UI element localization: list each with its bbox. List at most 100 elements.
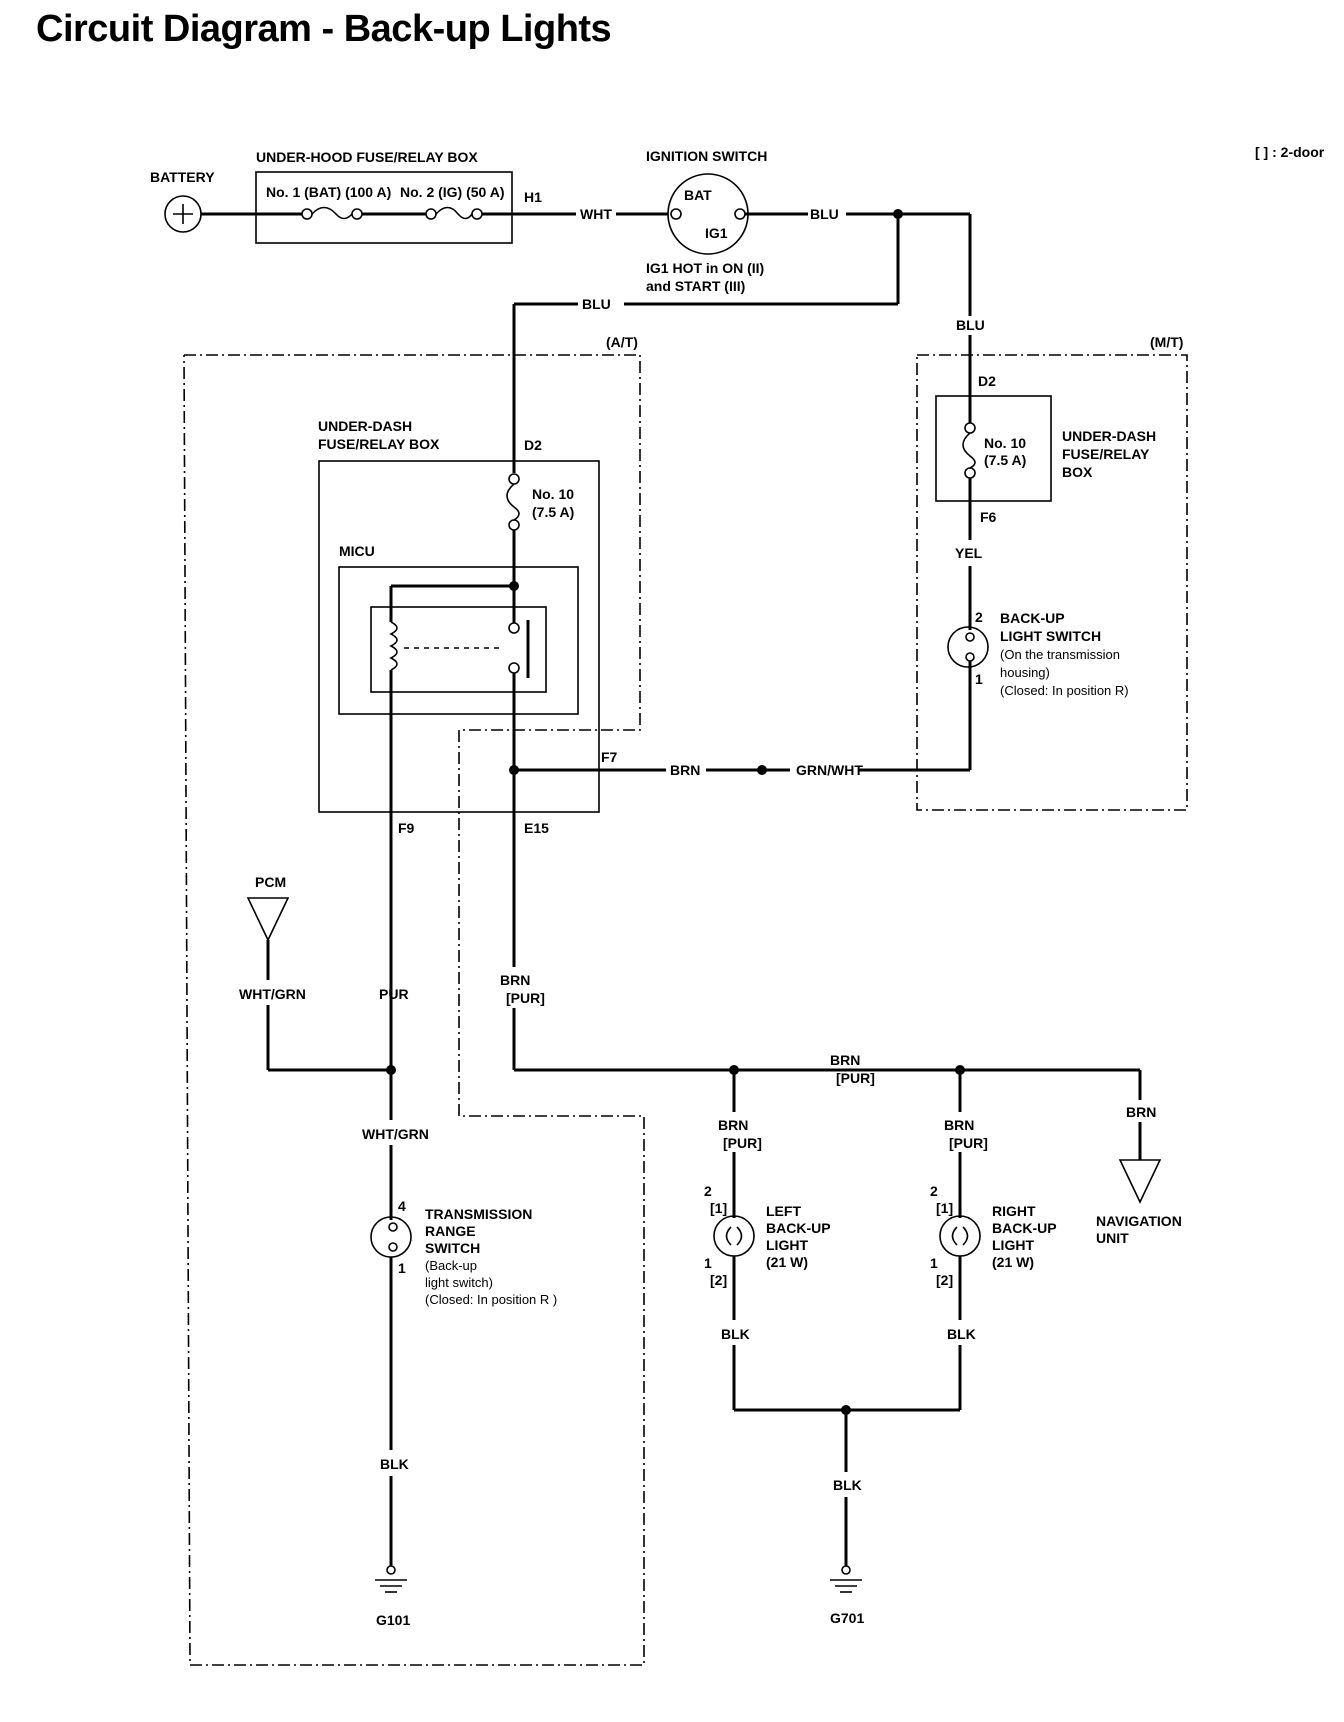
right-light-pin-bottom-alt: [2] bbox=[936, 1272, 953, 1288]
underdash-at-fuse-line1: No. 10 bbox=[532, 486, 574, 502]
wire-brn-right-label: BRN bbox=[944, 1117, 974, 1133]
micu-relay bbox=[370, 606, 547, 693]
ignition-switch: BAT IG1 IGNITION SWITCH IG1 HOT in ON (I… bbox=[646, 148, 767, 294]
trs-line6: (Closed: In position R ) bbox=[425, 1292, 557, 1307]
right-light-line4: (21 W) bbox=[992, 1254, 1034, 1270]
right-light-pin-top-alt: [1] bbox=[936, 1200, 953, 1216]
underdash-at-label-1: UNDER-DASH bbox=[318, 418, 412, 434]
right-light-pin-bottom: 1 bbox=[930, 1255, 938, 1271]
micu-label: MICU bbox=[339, 543, 375, 559]
wire-pur-right-label: [PUR] bbox=[949, 1135, 988, 1151]
ignition-switch-label: IGNITION SWITCH bbox=[646, 148, 767, 164]
nav-unit-line1: NAVIGATION bbox=[1096, 1213, 1182, 1229]
ground-g701-label: G701 bbox=[830, 1610, 864, 1626]
wire-pur-label: PUR bbox=[379, 986, 409, 1002]
pcm-label: PCM bbox=[255, 874, 286, 890]
left-backup-light: 2 [1] 1 [2] LEFT BACK-UP LIGHT (21 W) bbox=[704, 1183, 831, 1288]
right-backup-light: 2 [1] 1 [2] RIGHT BACK-UP LIGHT (21 W) bbox=[930, 1183, 1057, 1288]
at-region-border bbox=[183, 354, 645, 1666]
left-light-pin-bottom-alt: [2] bbox=[710, 1272, 727, 1288]
underdash-mt-label-1: UNDER-DASH bbox=[1062, 428, 1156, 444]
wire-blu-top-label: BLU bbox=[810, 206, 839, 222]
nav-unit-line2: UNIT bbox=[1096, 1230, 1129, 1246]
right-light-line2: BACK-UP bbox=[992, 1220, 1057, 1236]
backup-light-switch-mt: 2 1 BACK-UP LIGHT SWITCH (On the transmi… bbox=[947, 609, 1129, 698]
mt-switch-pin-top: 2 bbox=[975, 609, 983, 625]
underdash-mt-label-2: FUSE/RELAY bbox=[1062, 446, 1150, 462]
wire-yel-label: YEL bbox=[955, 545, 983, 561]
wire-blk-g701-label: BLK bbox=[833, 1477, 862, 1493]
wire-wht-grn-pcm-label: WHT/GRN bbox=[239, 986, 306, 1002]
underdash-at-fuse-line2: (7.5 A) bbox=[532, 504, 574, 520]
pcm-connector: PCM bbox=[246, 874, 290, 942]
left-light-line3: LIGHT bbox=[766, 1237, 808, 1253]
left-light-pin-bottom: 1 bbox=[704, 1255, 712, 1271]
wire-grn-wht-label: GRN/WHT bbox=[796, 762, 863, 778]
wire-pur-bus-label: [PUR] bbox=[836, 1070, 875, 1086]
underhood-box-label: UNDER-HOOD FUSE/RELAY BOX bbox=[256, 149, 478, 165]
wire-brn-f7-label: BRN bbox=[670, 762, 700, 778]
battery-label: BATTERY bbox=[150, 169, 215, 185]
wire-blk-left-label: BLK bbox=[721, 1326, 750, 1342]
battery: BATTERY bbox=[150, 169, 215, 233]
underdash-fuse-relay-box-mt: D2 No. 10 (7.5 A) UNDER-DASH FUSE/RELAY … bbox=[935, 373, 1156, 525]
trs-pin-top: 4 bbox=[398, 1198, 406, 1214]
wire-brn-nav-label: BRN bbox=[1126, 1104, 1156, 1120]
underdash-at-f7: F7 bbox=[601, 749, 618, 765]
ignition-bat-label: BAT bbox=[684, 187, 712, 203]
underhood-fuse1-label: No. 1 (BAT) (100 A) bbox=[266, 184, 391, 200]
underdash-mt-fuse-line2: (7.5 A) bbox=[984, 452, 1026, 468]
wire-blk-right-label: BLK bbox=[947, 1326, 976, 1342]
underdash-mt-fuse-line1: No. 10 bbox=[984, 435, 1026, 451]
underdash-mt-label-3: BOX bbox=[1062, 464, 1093, 480]
wire-blk-trs-label: BLK bbox=[380, 1456, 409, 1472]
underdash-at-e15: E15 bbox=[524, 820, 549, 836]
mt-switch-line1: BACK-UP bbox=[1000, 610, 1065, 626]
wire-wht-label: WHT bbox=[580, 206, 612, 222]
wire-blu-loop-label: BLU bbox=[582, 296, 611, 312]
underdash-fuse-relay-box-at: UNDER-DASH FUSE/RELAY BOX D2 No. 10 (7.5… bbox=[318, 418, 618, 836]
wire-brn-main-label: BRN bbox=[500, 972, 530, 988]
transmission-range-switch: 4 1 TRANSMISSION RANGE SWITCH (Back-up l… bbox=[370, 1198, 557, 1307]
relay-coil bbox=[389, 621, 398, 671]
mt-switch-line3: (On the transmission bbox=[1000, 647, 1120, 662]
mt-switch-line4: housing) bbox=[1000, 665, 1050, 680]
trs-line3: SWITCH bbox=[425, 1240, 480, 1256]
underdash-at-f9: F9 bbox=[398, 820, 415, 836]
mt-switch-line2: LIGHT SWITCH bbox=[1000, 628, 1101, 644]
terminal-h1: H1 bbox=[524, 189, 542, 205]
ground-g101: G101 bbox=[375, 1565, 410, 1628]
right-light-pin-top: 2 bbox=[930, 1183, 938, 1199]
left-light-line2: BACK-UP bbox=[766, 1220, 831, 1236]
ignition-note-line2: and START (III) bbox=[646, 278, 745, 294]
wire-brn-left-label: BRN bbox=[718, 1117, 748, 1133]
left-light-line4: (21 W) bbox=[766, 1254, 808, 1270]
left-light-line1: LEFT bbox=[766, 1203, 801, 1219]
ignition-note-line1: IG1 HOT in ON (II) bbox=[646, 260, 764, 276]
mt-switch-line5: (Closed: In position R) bbox=[1000, 683, 1129, 698]
trs-line1: TRANSMISSION bbox=[425, 1206, 532, 1222]
mt-region-label: (M/T) bbox=[1150, 334, 1183, 350]
left-light-pin-top: 2 bbox=[704, 1183, 712, 1199]
micu-box bbox=[338, 566, 579, 715]
underdash-mt-f6: F6 bbox=[980, 509, 997, 525]
underhood-fuse-relay-box: UNDER-HOOD FUSE/RELAY BOX No. 1 (BAT) (1… bbox=[255, 149, 542, 244]
mt-switch-pin-bottom: 1 bbox=[975, 671, 983, 687]
underhood-fuse2-label: No. 2 (IG) (50 A) bbox=[400, 184, 505, 200]
underdash-mt-d2: D2 bbox=[978, 373, 996, 389]
wire-pur-left-label: [PUR] bbox=[723, 1135, 762, 1151]
trs-line5: light switch) bbox=[425, 1275, 493, 1290]
ignition-ig1-label: IG1 bbox=[705, 225, 728, 241]
wire-brn-bus-label: BRN bbox=[830, 1052, 860, 1068]
trs-line2: RANGE bbox=[425, 1223, 476, 1239]
underdash-at-label-2: FUSE/RELAY BOX bbox=[318, 436, 440, 452]
trs-line4: (Back-up bbox=[425, 1258, 477, 1273]
right-light-line1: RIGHT bbox=[992, 1203, 1036, 1219]
navigation-unit-connector: NAVIGATION UNIT bbox=[1096, 1159, 1182, 1246]
mt-region-border bbox=[916, 354, 1188, 811]
wire-wht-grn-trs-label: WHT/GRN bbox=[362, 1126, 429, 1142]
legend-2door: [ ] : 2-door bbox=[1255, 144, 1325, 160]
ground-g701: G701 bbox=[830, 1565, 864, 1626]
right-light-line3: LIGHT bbox=[992, 1237, 1034, 1253]
